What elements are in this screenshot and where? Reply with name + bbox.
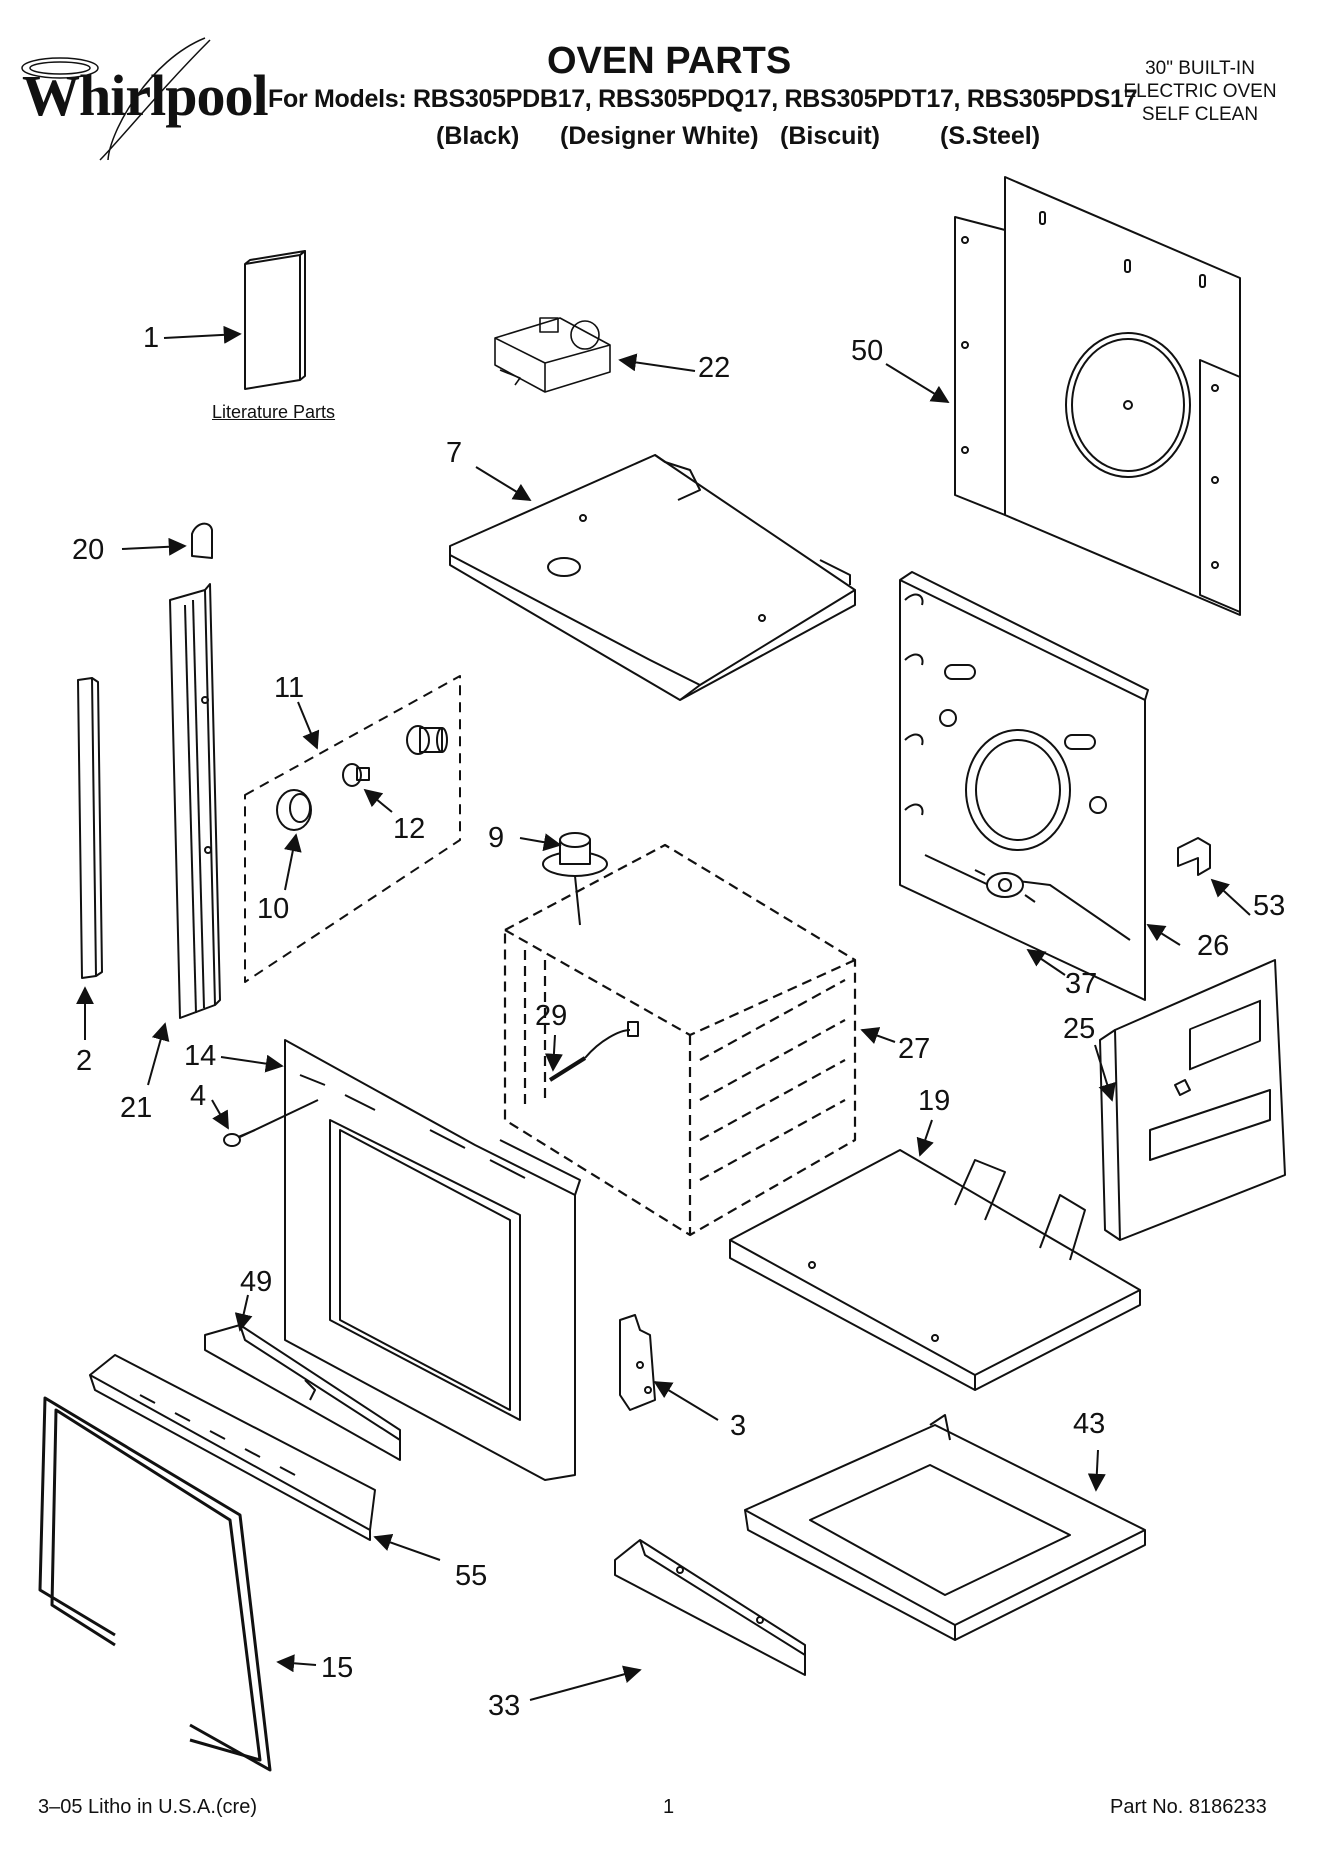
part-29-element-sensor xyxy=(548,1021,639,1082)
part-15-door-gasket xyxy=(38,1396,272,1772)
part-50-rear-panel xyxy=(954,176,1241,616)
part-12-bulb xyxy=(342,763,370,787)
part-37-thermostat xyxy=(974,869,1036,903)
leader-29 xyxy=(544,1034,563,1072)
leader-3 xyxy=(653,1381,719,1421)
literature-parts-label: Literature Parts xyxy=(212,402,336,422)
leader-4-arrow xyxy=(211,1099,229,1130)
callout-14: 14 xyxy=(184,1040,217,1072)
callout-37: 37 xyxy=(1065,968,1098,1000)
part-9-sensor xyxy=(542,832,608,926)
leader-53 xyxy=(1210,878,1251,916)
part-25-side-panel xyxy=(1099,959,1286,1241)
leader-26 xyxy=(1146,924,1181,946)
leader-10 xyxy=(283,833,302,891)
callout-53: 53 xyxy=(1253,890,1286,922)
page-title: OVEN PARTS xyxy=(547,40,792,82)
callout-22: 22 xyxy=(698,352,731,384)
part-1-literature xyxy=(244,250,306,390)
callout-12: 12 xyxy=(393,813,426,845)
leader-21 xyxy=(147,1022,170,1086)
callout-33: 33 xyxy=(488,1690,521,1722)
leader-22 xyxy=(618,353,696,372)
callout-29: 29 xyxy=(535,1000,568,1032)
callout-21: 21 xyxy=(120,1092,153,1124)
leader-50 xyxy=(885,363,950,403)
callout-9: 9 xyxy=(488,822,505,854)
leader-15 xyxy=(276,1654,317,1673)
part-33-front-rail xyxy=(614,1539,806,1676)
part-2-trim xyxy=(77,677,103,979)
callout-1: 1 xyxy=(143,322,160,354)
part-10-knob xyxy=(276,789,312,831)
callout-26: 26 xyxy=(1197,930,1230,962)
callout-10: 10 xyxy=(257,893,290,925)
leader-12 xyxy=(363,788,393,813)
part-26-rear-liner xyxy=(899,571,1149,1001)
models-line: For Models: RBS305PDB17, RBS305PDQ17, RB… xyxy=(268,85,1138,113)
callout-7: 7 xyxy=(446,437,463,469)
whirlpool-logo-swoosh xyxy=(21,37,211,161)
page-number: 1 xyxy=(663,1796,675,1818)
part-number: Part No. 8186233 xyxy=(1110,1796,1267,1818)
leader-33 xyxy=(529,1665,642,1701)
part-3-hinge-bracket xyxy=(619,1314,656,1411)
part-55-vent-trim xyxy=(89,1354,376,1541)
callout-11: 11 xyxy=(274,672,305,704)
variant-biscuit: (Biscuit) xyxy=(780,122,880,150)
callout-20: 20 xyxy=(72,534,105,566)
part-19-insulation-cover xyxy=(729,1149,1141,1391)
callout-15: 15 xyxy=(321,1652,354,1684)
part-11-socket xyxy=(406,725,448,755)
leader-49 xyxy=(234,1294,253,1332)
callout-4: 4 xyxy=(190,1080,207,1112)
product-line-1: 30" BUILT-IN xyxy=(1145,58,1255,79)
part-14-front-frame xyxy=(284,1039,581,1481)
leader-27 xyxy=(860,1027,896,1044)
litho-note: 3–05 Litho in U.S.A.(cre) xyxy=(38,1796,257,1818)
leader-25 xyxy=(1094,1044,1116,1102)
callout-49: 49 xyxy=(240,1266,273,1298)
leader-7 xyxy=(475,466,532,501)
product-line-3: SELF CLEAN xyxy=(1141,104,1259,125)
variant-stainless: (S.Steel) xyxy=(940,122,1041,150)
leader-19 xyxy=(916,1119,934,1157)
leader-1 xyxy=(163,325,242,344)
brand-logo-text: Whirlpool xyxy=(22,63,269,128)
callout-25: 25 xyxy=(1063,1013,1096,1045)
leader-11 xyxy=(297,701,320,750)
callout-2: 2 xyxy=(76,1045,93,1077)
part-27-oven-cavity xyxy=(503,843,857,1237)
leader-9 xyxy=(519,833,562,852)
part-20-cap xyxy=(191,522,213,559)
variant-designer-white: (Designer White) xyxy=(560,122,759,150)
callout-3: 3 xyxy=(730,1410,747,1442)
leader-14 xyxy=(220,1054,284,1073)
part-21-side-trim xyxy=(169,583,221,1019)
part-7-top-panel xyxy=(449,454,856,701)
callout-50: 50 xyxy=(851,335,884,367)
variant-black: (Black) xyxy=(436,122,520,150)
leader-4 xyxy=(239,1099,319,1138)
leader-20 xyxy=(121,537,187,556)
product-line-2: ELECTRIC OVEN xyxy=(1123,81,1277,102)
part-53-clip xyxy=(1177,837,1211,876)
leader-37 xyxy=(1026,948,1066,976)
leader-55 xyxy=(373,1533,441,1561)
callout-55: 55 xyxy=(455,1560,488,1592)
leader-43 xyxy=(1087,1449,1106,1492)
callout-19: 19 xyxy=(918,1085,951,1117)
callout-43: 43 xyxy=(1073,1408,1106,1440)
part-22-latch-assembly xyxy=(494,317,611,393)
group-11-box xyxy=(244,675,461,983)
part-43-bottom-tray xyxy=(744,1414,1146,1641)
callout-27: 27 xyxy=(898,1033,931,1065)
